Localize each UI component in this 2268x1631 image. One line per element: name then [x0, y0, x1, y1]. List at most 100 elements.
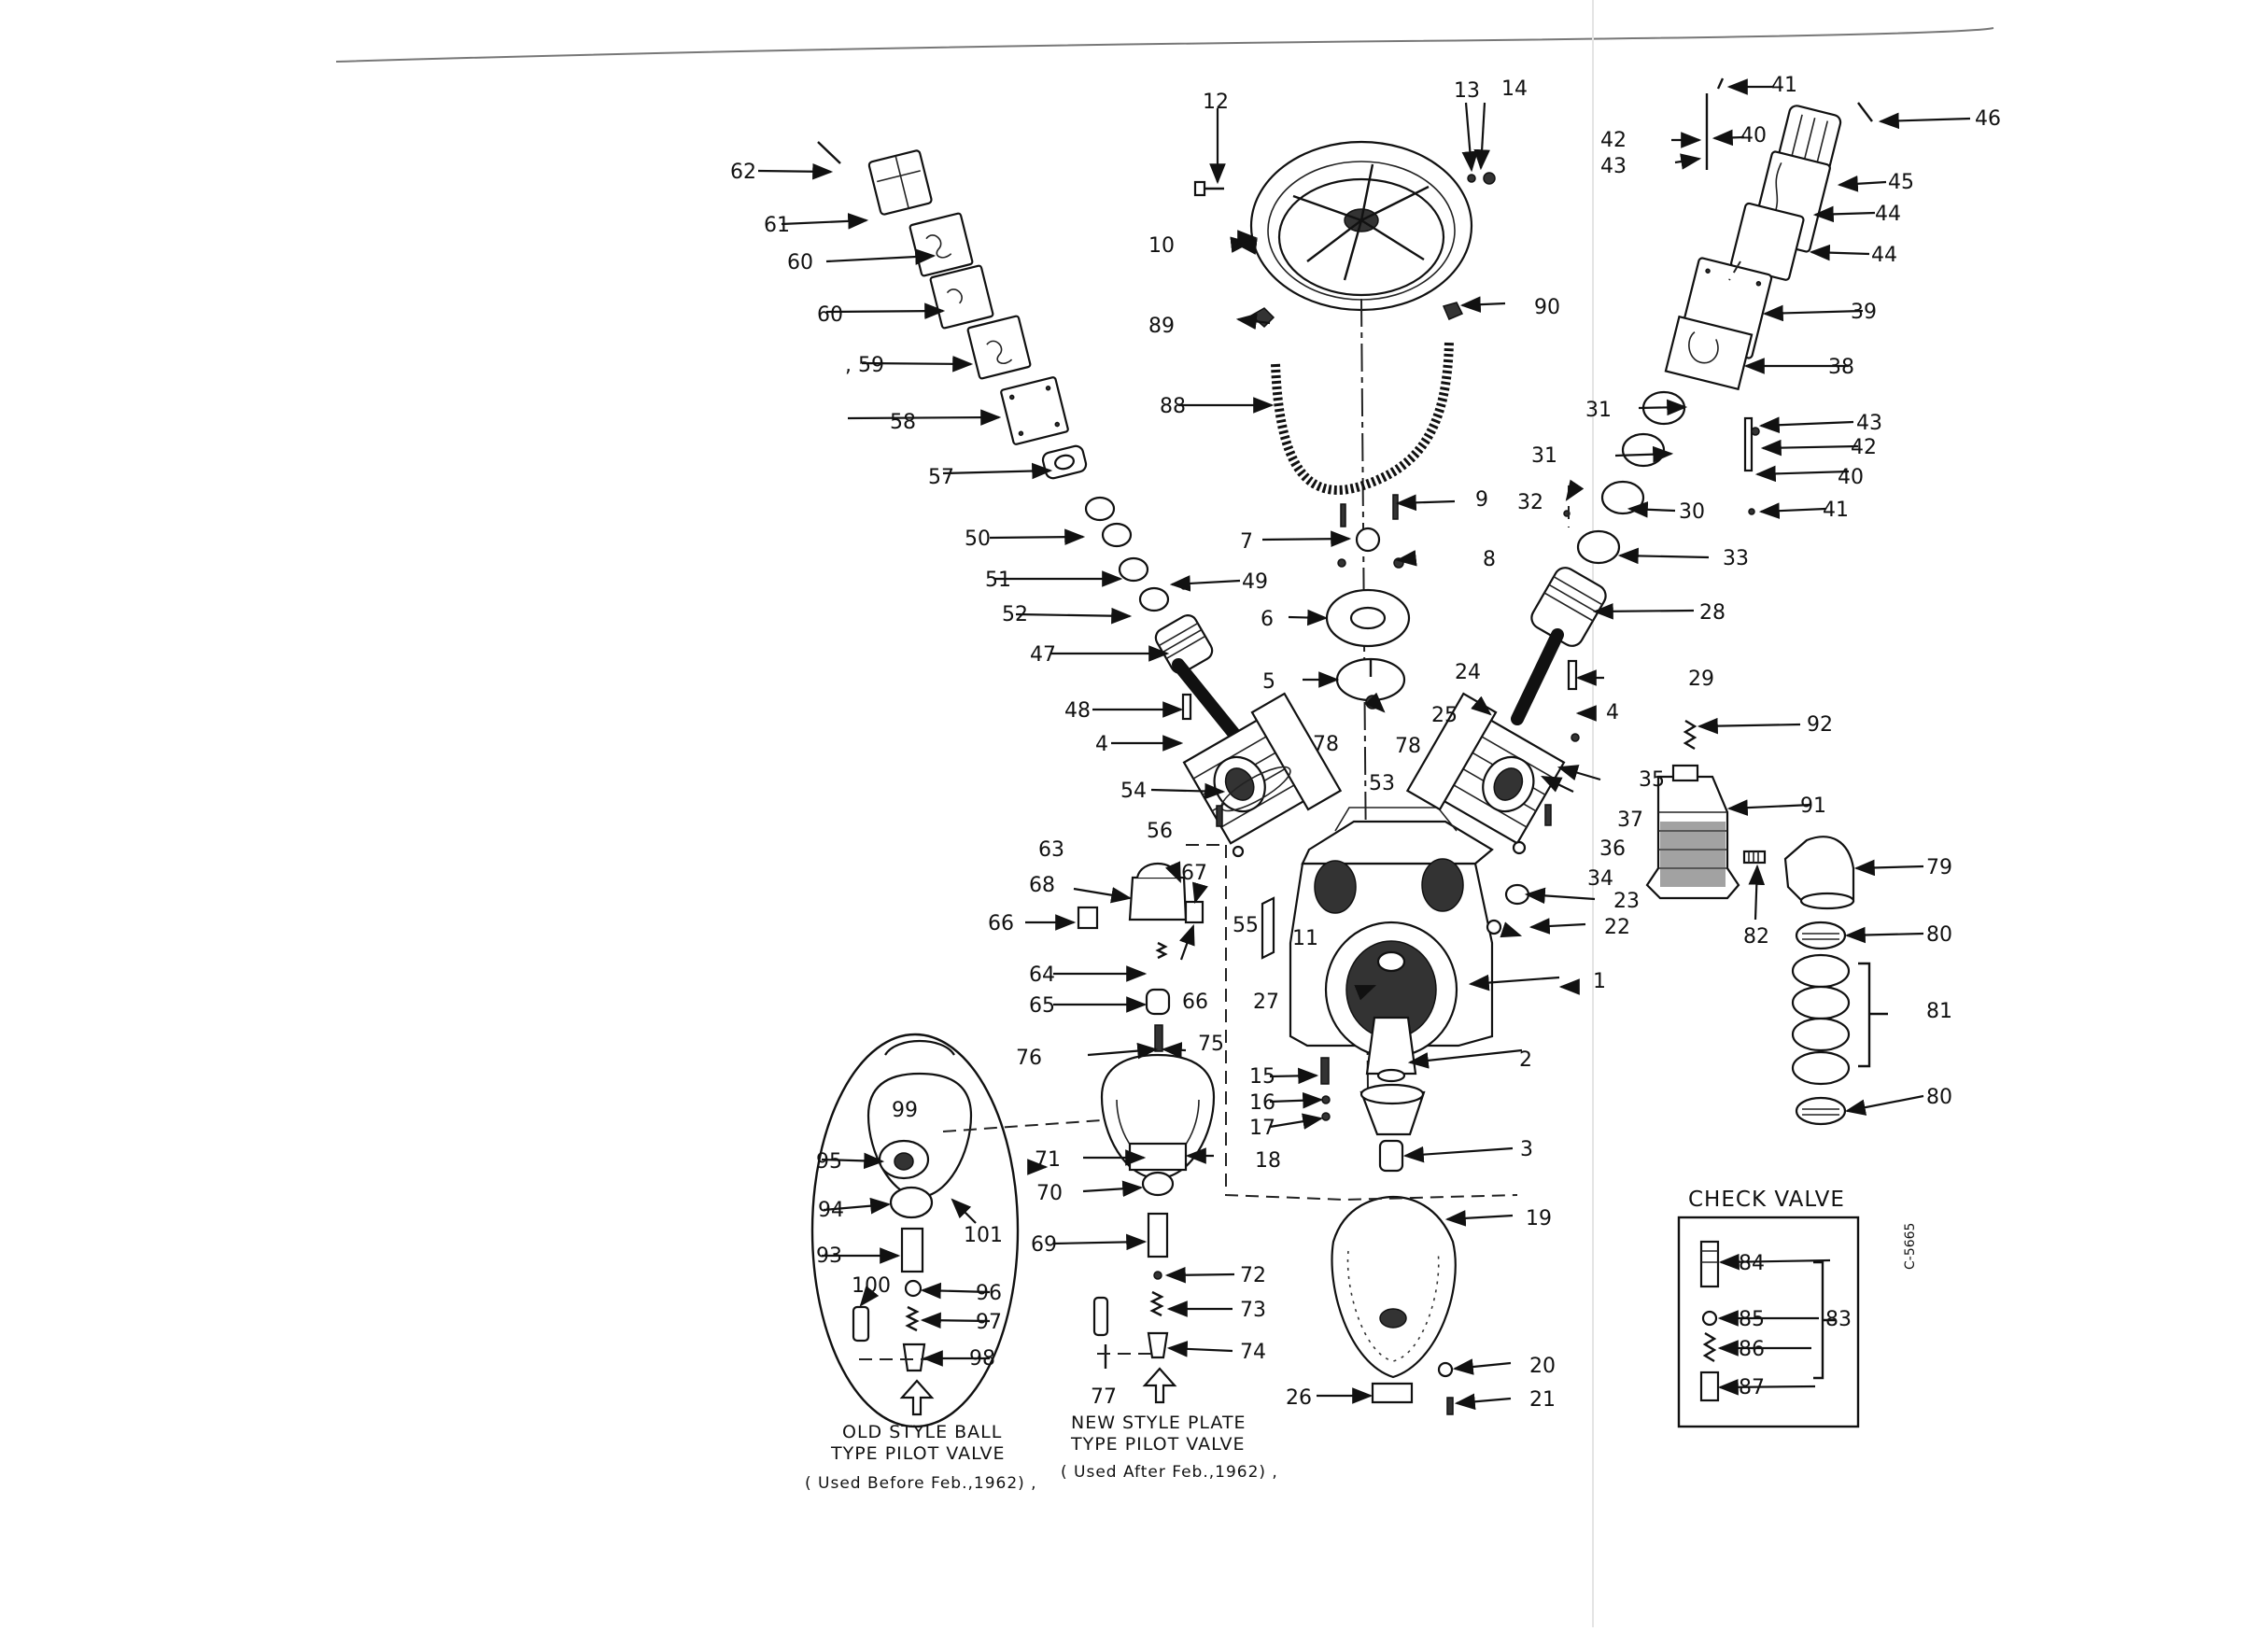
right-cylinder-assembly [1405, 77, 1873, 855]
callout-71: 71 [1035, 1148, 1061, 1172]
callout-43-b: 43 [1856, 412, 1882, 435]
callout-6: 6 [1261, 608, 1274, 631]
callout-16: 16 [1249, 1091, 1275, 1115]
callout-40-a: 40 [1740, 124, 1767, 148]
callout-37: 37 [1617, 808, 1643, 832]
callout-95: 95 [816, 1150, 842, 1174]
callout-25: 25 [1431, 704, 1458, 727]
callout-61: 61 [764, 214, 790, 237]
callout-46: 46 [1975, 107, 2001, 131]
callout-34: 34 [1587, 867, 1613, 891]
air-filter-assembly [1645, 719, 1888, 1126]
callout-8: 8 [1483, 548, 1496, 571]
callout-64: 64 [1029, 963, 1055, 987]
callout-54: 54 [1120, 780, 1147, 803]
callout-91: 91 [1800, 794, 1826, 818]
callout-41-a: 41 [1771, 74, 1797, 97]
callout-63: 63 [1038, 838, 1064, 862]
callout-4-left: 4 [1095, 733, 1108, 756]
callout-27: 27 [1253, 991, 1279, 1014]
callout-18: 18 [1255, 1149, 1281, 1173]
callout-60-a: 60 [817, 303, 843, 327]
callout-33: 33 [1723, 547, 1749, 570]
callout-53: 53 [1369, 772, 1395, 795]
callout-11: 11 [1292, 927, 1318, 950]
callout-55: 55 [1233, 914, 1259, 937]
callout-31-a: 31 [1585, 399, 1612, 422]
callout-82: 82 [1743, 925, 1769, 949]
callout-42-b: 42 [1851, 436, 1877, 459]
callout-92: 92 [1807, 713, 1833, 737]
callout-62: 62 [730, 161, 756, 184]
pilot-valve-captions: OLD STYLE BALL TYPE PILOT VALVE ( Used B… [805, 1413, 1277, 1493]
callout-36: 36 [1599, 837, 1626, 861]
callout-79: 79 [1926, 856, 1952, 879]
check-valve-title: CHECK VALVE [1688, 1188, 1845, 1212]
callout-5: 5 [1262, 670, 1275, 694]
new-style-caption-line-1: NEW STYLE PLATE [1071, 1413, 1247, 1433]
callout-4-right: 4 [1606, 701, 1619, 724]
callout-96: 96 [976, 1282, 1002, 1305]
old-style-pilot-valve [810, 1033, 1020, 1428]
callout-23: 23 [1613, 890, 1640, 913]
callout-101: 101 [964, 1224, 1003, 1247]
callout-41-b: 41 [1823, 499, 1849, 522]
callout-29: 29 [1688, 668, 1714, 691]
callout-78-b: 78 [1395, 735, 1421, 758]
callout-30: 30 [1679, 500, 1705, 524]
old-style-caption-line-1: OLD STYLE BALL [842, 1422, 1002, 1442]
callout-14: 14 [1501, 77, 1528, 101]
leader-lines [757, 78, 1971, 1411]
callout-98: 98 [969, 1347, 995, 1371]
callout-75: 75 [1198, 1033, 1224, 1056]
alignment-lines [859, 260, 1741, 1360]
callout-57: 57 [928, 466, 954, 489]
callout-2: 2 [1519, 1048, 1532, 1072]
callout-48: 48 [1064, 699, 1091, 723]
callout-89: 89 [1148, 315, 1175, 338]
callout-83: 83 [1825, 1308, 1852, 1331]
callout-68: 68 [1029, 874, 1055, 897]
callout-50: 50 [965, 527, 991, 551]
callout-38: 38 [1828, 356, 1854, 379]
callout-40-b: 40 [1838, 466, 1864, 489]
callout-66-b: 66 [1182, 991, 1208, 1014]
callout-10: 10 [1148, 234, 1175, 258]
left-cylinder-assembly [817, 141, 1343, 858]
callout-60-b: 60 [787, 251, 813, 274]
drawing-number: C-5665 [1903, 1223, 1918, 1270]
callout-90: 90 [1534, 296, 1560, 319]
callout-52: 52 [1002, 603, 1028, 626]
callout-13: 13 [1454, 79, 1480, 103]
old-style-caption-line-2: TYPE PILOT VALVE [830, 1443, 1006, 1464]
new-style-pilot-valve [1077, 863, 1216, 1404]
callout-22: 22 [1604, 916, 1630, 939]
callout-85: 85 [1739, 1308, 1765, 1331]
callout-70: 70 [1036, 1182, 1063, 1205]
callout-76: 76 [1016, 1047, 1042, 1070]
callout-100: 100 [852, 1274, 891, 1298]
callout-59: , 59 [845, 354, 884, 377]
callout-numbers: 1 2 3 4 4 5 6 7 8 9 10 11 12 13 14 15 16… [730, 74, 2001, 1412]
callout-20: 20 [1529, 1355, 1556, 1378]
callout-66-a: 66 [988, 912, 1014, 935]
callout-80-a: 80 [1926, 923, 1952, 947]
callout-74: 74 [1240, 1341, 1266, 1364]
callout-35: 35 [1639, 768, 1665, 792]
callout-12: 12 [1203, 91, 1229, 114]
pulley-assembly [1193, 140, 1496, 1093]
old-style-caption-line-3: ( Used Before Feb.,1962) , [805, 1474, 1037, 1493]
callout-43-a: 43 [1600, 155, 1627, 178]
callout-87: 87 [1739, 1376, 1765, 1399]
callout-51: 51 [985, 569, 1011, 592]
callout-84: 84 [1739, 1252, 1765, 1275]
check-valve-box [1677, 1216, 1860, 1428]
callout-44-b: 44 [1871, 244, 1897, 267]
callout-7: 7 [1240, 530, 1253, 554]
callout-86: 86 [1739, 1338, 1765, 1361]
callout-58: 58 [890, 411, 916, 434]
callout-31-b: 31 [1531, 444, 1557, 468]
callout-21: 21 [1529, 1388, 1556, 1412]
